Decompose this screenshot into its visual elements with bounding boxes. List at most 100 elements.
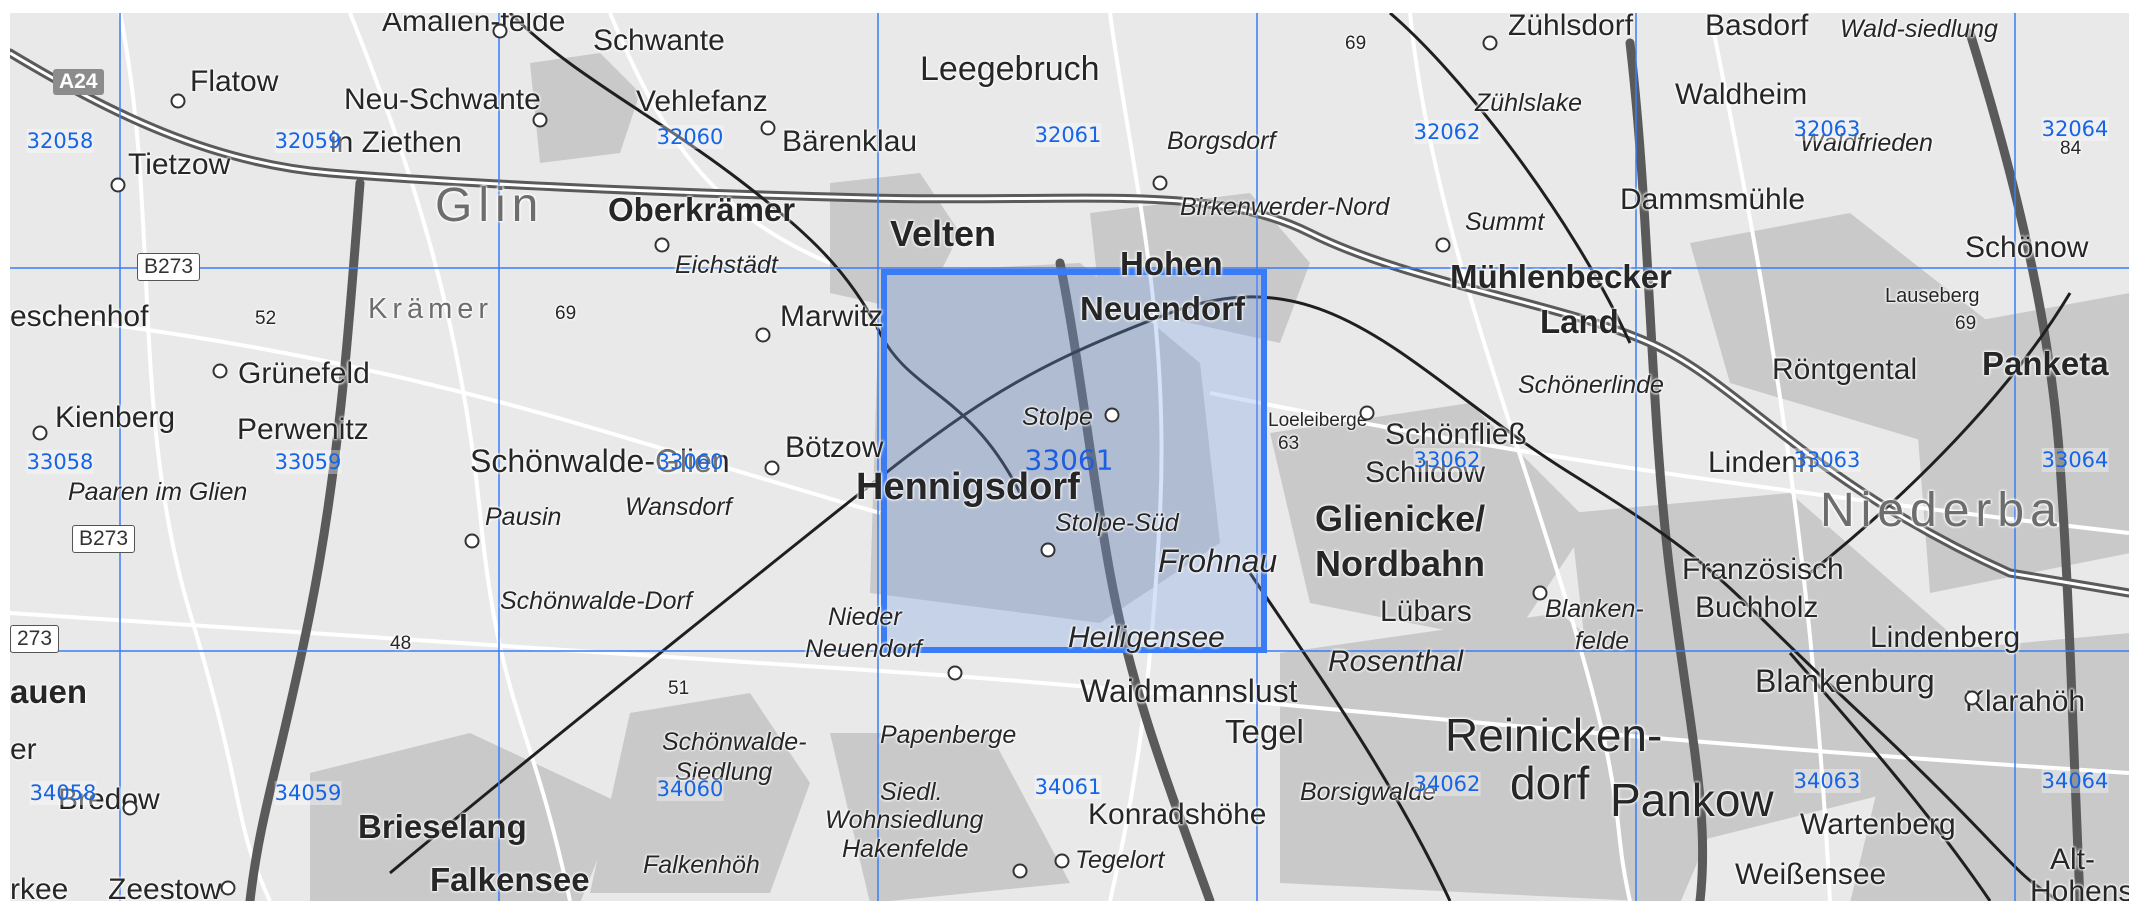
place-label: Buchholz: [1695, 591, 1819, 624]
settlement-marker: [110, 177, 126, 193]
elevation-label: 69: [555, 303, 577, 324]
place-label: Dammsmühle: [1620, 183, 1806, 216]
settlement-marker: [212, 363, 228, 379]
tile-label-32062[interactable]: 32062: [1413, 120, 1481, 144]
road-shield: B273: [72, 525, 136, 553]
minor-roads: [10, 13, 2129, 901]
tile-label-34063[interactable]: 34063: [1793, 769, 1861, 793]
settlement-marker: [1359, 405, 1375, 421]
settlement-marker: [755, 327, 771, 343]
tile-label-34064[interactable]: 34064: [2041, 769, 2109, 793]
settlement-marker: [1012, 863, 1028, 879]
place-label: Wansdorf: [625, 493, 732, 521]
place-label: Schönerlinde: [1518, 371, 1664, 399]
place-label: Lindenh: [1708, 446, 1815, 479]
place-label: Eichstädt: [675, 251, 778, 279]
place-label: Zühlsdorf: [1508, 13, 1634, 42]
place-label: Paaren im Glien: [68, 478, 248, 506]
settlement-marker: [654, 237, 670, 253]
tile-label-34061[interactable]: 34061: [1034, 775, 1102, 799]
place-label: Lauseberg: [1885, 285, 1980, 307]
elevation-label: 48: [390, 633, 412, 654]
tile-label-33064[interactable]: 33064: [2041, 448, 2109, 472]
settlement-marker: [1054, 853, 1070, 869]
place-label: Schönfließ: [1385, 418, 1527, 451]
place-label: Schwante: [593, 24, 725, 57]
place-label: Wald-siedlung: [1840, 15, 1998, 43]
tile-label-33062[interactable]: 33062: [1413, 448, 1481, 472]
tile-label-34058[interactable]: 34058: [29, 781, 97, 805]
place-label: Flatow: [190, 65, 279, 98]
basemap-layer: [10, 13, 2129, 901]
settlement-marker: [1435, 237, 1451, 253]
place-label: felde: [1575, 627, 1630, 655]
place-label: Marwitz: [780, 300, 884, 333]
place-label: Zühlslake: [1475, 89, 1582, 117]
place-label: Leegebruch: [920, 50, 1100, 88]
place-label: Schönow: [1965, 231, 2089, 264]
tile-label-34059[interactable]: 34059: [274, 781, 342, 805]
settlement-marker: [760, 120, 776, 136]
place-label: Bärenklau: [782, 125, 918, 158]
place-label: Schönwalde-Glien: [470, 443, 730, 479]
place-label: auen: [10, 673, 88, 710]
tile-label-33059[interactable]: 33059: [274, 450, 342, 474]
motorway-centerlines: [10, 51, 2129, 595]
tile-label-33063[interactable]: 33063: [1793, 448, 1861, 472]
elevation-label: 51: [668, 678, 690, 699]
elevation-label: 69: [1345, 33, 1367, 54]
settlement-marker: [464, 533, 480, 549]
tile-label-32064[interactable]: 32064: [2041, 117, 2109, 141]
place-label: eschenhof: [10, 300, 149, 333]
tile-label-33061-selected[interactable]: 33061: [1024, 443, 1114, 477]
place-label: Nieder: [828, 603, 902, 631]
place-label: Hakenfelde: [842, 835, 969, 863]
place-label: Falkensee: [430, 861, 590, 898]
place-label: Französisch: [1682, 553, 1844, 586]
settlement-marker: [170, 93, 186, 109]
place-label: rkee: [10, 873, 69, 901]
place-label: Schönwalde-Dorf: [500, 587, 692, 615]
tile-label-34060[interactable]: 34060: [656, 777, 724, 801]
place-label: Waldheim: [1675, 78, 1808, 111]
tile-label-32059[interactable]: 32059: [274, 129, 342, 153]
tile-label-32063[interactable]: 32063: [1793, 117, 1861, 141]
tile-label-33058[interactable]: 33058: [26, 450, 94, 474]
tile-label-32058[interactable]: 32058: [26, 129, 94, 153]
place-label: Röntgental: [1772, 353, 1918, 386]
place-label: Loeleiberge: [1268, 410, 1368, 431]
place-label: Grünefeld: [238, 357, 370, 390]
place-label: Tegelort: [1075, 846, 1165, 874]
selected-tile-highlight[interactable]: [881, 269, 1267, 653]
settlement-marker: [532, 112, 548, 128]
place-label: Papenberge: [880, 721, 1017, 749]
tile-label-33060[interactable]: 33060: [656, 450, 724, 474]
place-label: Rosenthal: [1328, 645, 1464, 678]
elevation-label: 84: [2060, 138, 2082, 159]
place-label: Blanken-: [1545, 595, 1644, 623]
place-label: Perwenitz: [237, 413, 369, 446]
settlement-marker: [1482, 35, 1498, 51]
settlement-marker: [220, 880, 236, 896]
settlement-marker: [1532, 585, 1548, 601]
tile-label-32060[interactable]: 32060: [656, 125, 724, 149]
place-label: Amalien-felde: [382, 13, 566, 38]
tile-label-34062[interactable]: 34062: [1413, 772, 1481, 796]
place-label: Stolpe-Süd: [1055, 509, 1179, 537]
settlement-marker: [492, 23, 508, 39]
place-label: Land: [1540, 303, 1619, 340]
place-label: Frohnau: [1158, 543, 1278, 579]
settlement-marker: [1040, 542, 1056, 558]
place-label: Birkenwerder-Nord: [1180, 193, 1390, 221]
place-label: Neuendorf: [805, 635, 922, 663]
place-label: Neu-Schwante: [344, 83, 541, 116]
map-viewport[interactable]: Glin Krämer Niederba A24 B273 B273 273 6…: [10, 13, 2129, 901]
elevation-label: 69: [1955, 313, 1977, 334]
place-label: Heiligensee: [1068, 621, 1225, 654]
place-label: Siedl.: [880, 778, 943, 806]
tile-label-32061[interactable]: 32061: [1034, 123, 1102, 147]
place-label: Hohen: [1120, 245, 1223, 282]
tile-grid: [10, 13, 2129, 901]
place-label: er: [10, 733, 37, 766]
place-label: Waldfrieden: [1800, 129, 1933, 157]
